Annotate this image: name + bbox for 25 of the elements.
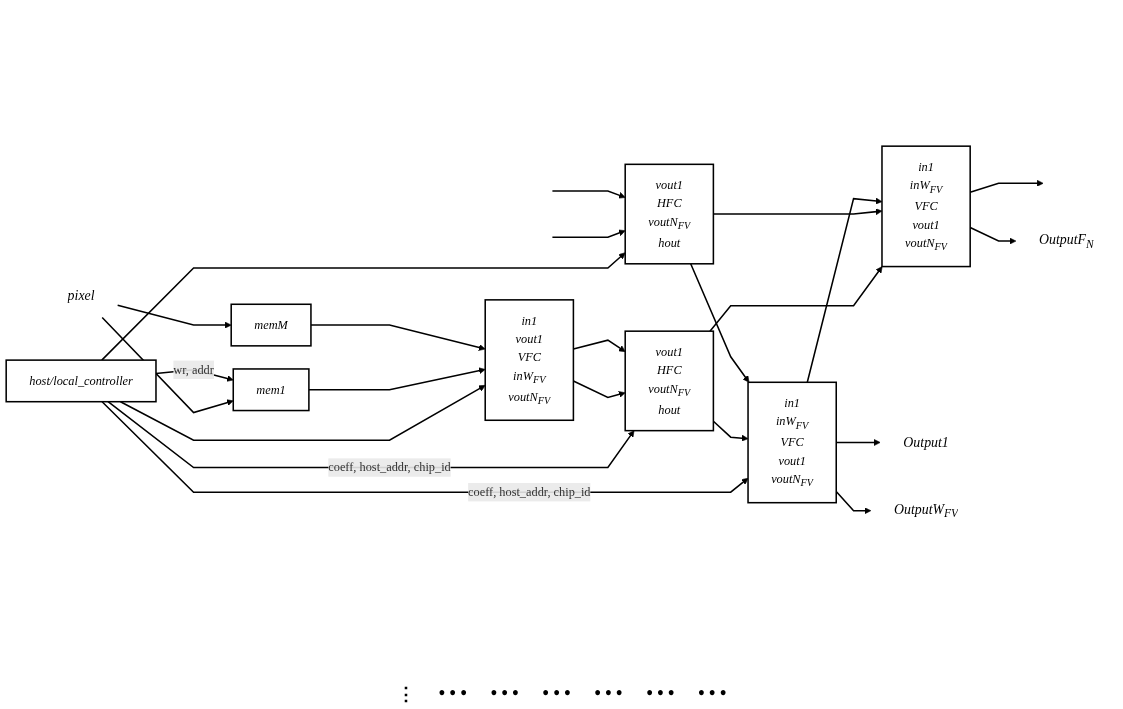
- ellipsis-dots: ⋮: [396, 683, 415, 705]
- ellipsis-dots: • • •: [646, 683, 675, 705]
- ellipsis-dots: • • •: [490, 683, 519, 705]
- node-box: memM: [230, 303, 312, 347]
- ellipsis-dots: • • •: [594, 683, 623, 705]
- edge-label: coeff, host_addr, chip_id: [468, 484, 591, 498]
- arrow: [101, 251, 626, 361]
- arrow: [116, 303, 232, 328]
- node-text: pixel: [67, 287, 95, 303]
- node-box: host/local_controller: [5, 358, 157, 402]
- node-box: mem1: [232, 367, 310, 411]
- ellipsis-dots: • • •: [698, 683, 727, 705]
- node-text: OutputF$_{N}$: [1039, 231, 1094, 250]
- arrow: [119, 384, 486, 441]
- arrow: [310, 323, 486, 351]
- arrow: [551, 189, 626, 198]
- edge-label: coeff, host_addr, chip_id: [328, 460, 451, 474]
- arrow: [308, 366, 486, 390]
- ellipsis-dots: • • •: [542, 683, 571, 705]
- arrow: [689, 262, 750, 383]
- node-text: Output1: [903, 433, 949, 450]
- edge-label: wr, addr: [173, 362, 214, 376]
- arrow: [551, 229, 626, 238]
- arrow: [709, 265, 883, 332]
- ellipsis-dots: • • •: [438, 683, 467, 705]
